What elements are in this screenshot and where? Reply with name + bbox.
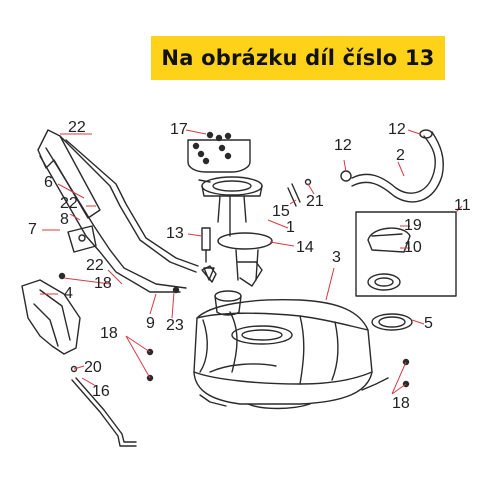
mounting-bolts <box>58 272 410 388</box>
callout-5: 5 <box>424 315 433 332</box>
callout-4: 4 <box>64 285 73 302</box>
fuel-level-sender <box>201 227 217 283</box>
callout-22-top: 22 <box>68 119 86 136</box>
filler-neck <box>214 290 242 316</box>
callout-18-right: 18 <box>392 395 410 412</box>
callout-20: 20 <box>84 359 102 376</box>
callout-3: 3 <box>332 249 341 266</box>
callout-10: 10 <box>404 239 422 256</box>
banner-text: Na obrázku díl číslo 13 <box>161 46 435 70</box>
fuel-cap-assembly <box>355 211 457 331</box>
callout-2: 2 <box>396 147 405 164</box>
callout-14: 14 <box>296 239 314 256</box>
callout-18-lower-left: 18 <box>100 325 118 342</box>
callout-13: 13 <box>166 225 184 242</box>
leader-lines <box>40 129 463 395</box>
callout-7: 7 <box>28 221 37 238</box>
fuel-hose-bracket <box>37 129 199 293</box>
callout-19: 19 <box>404 217 422 234</box>
heat-shield <box>21 279 81 355</box>
callout-23: 23 <box>166 317 184 334</box>
title-banner: Na obrázku díl číslo 13 <box>151 36 445 80</box>
fuel-hose <box>340 129 444 203</box>
bolt-set <box>192 131 232 165</box>
callout-12-right: 12 <box>388 121 406 138</box>
callout-17: 17 <box>170 121 188 138</box>
callout-12-left: 12 <box>334 137 352 154</box>
callout-22-lower: 22 <box>86 257 104 274</box>
drain-hose <box>70 365 137 447</box>
callout-16: 16 <box>92 383 110 400</box>
callout-11: 11 <box>454 197 471 214</box>
callout-22-mid: 22 <box>60 195 78 212</box>
fuel-tank <box>193 298 389 410</box>
callout-6: 6 <box>44 174 53 191</box>
callout-9: 9 <box>146 315 155 332</box>
callout-1: 1 <box>286 219 295 236</box>
fuel-pump-assembly <box>187 139 273 287</box>
callout-15: 15 <box>272 203 290 220</box>
callout-8: 8 <box>60 211 69 228</box>
callout-21: 21 <box>306 193 324 210</box>
callout-18-left: 18 <box>94 275 112 292</box>
